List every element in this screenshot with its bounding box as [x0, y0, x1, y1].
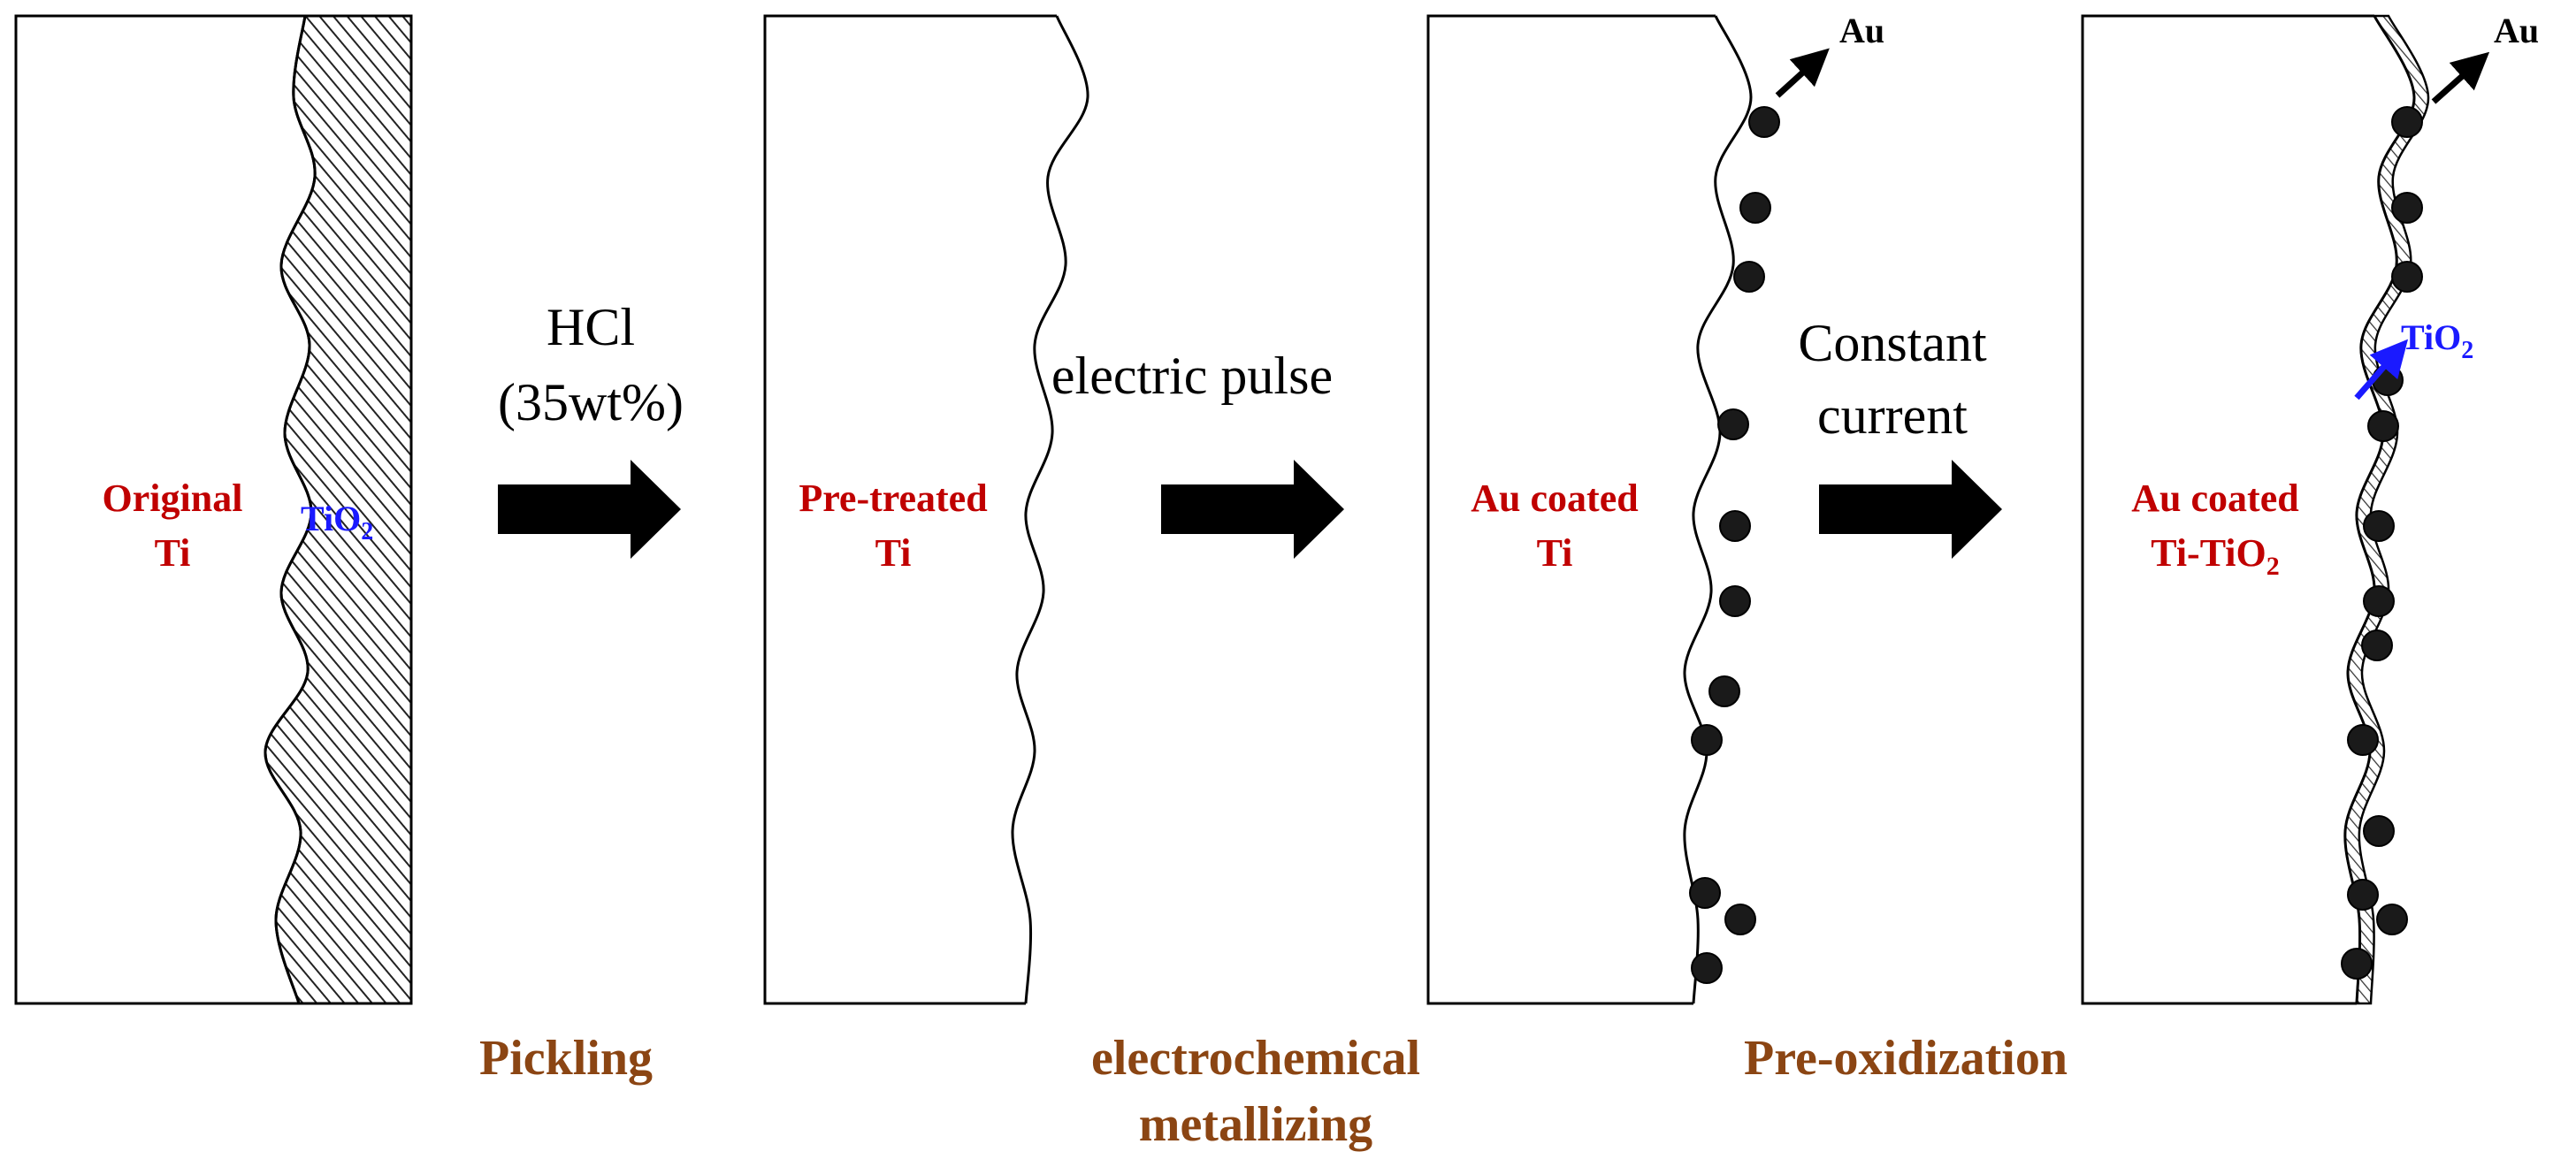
tio2-label: TiO2 [2401, 317, 2473, 364]
panel-original-ti: Original Ti TiO2 [14, 14, 413, 1005]
au-particle [1733, 261, 1765, 293]
au-label: Au [2494, 11, 2539, 50]
au-particle [2376, 904, 2408, 935]
panel-frame [2081, 14, 2416, 1005]
panel-label-line2: Ti [155, 531, 191, 575]
au-pointer-arrow [2431, 51, 2490, 104]
au-particle [1717, 408, 1749, 440]
au-particle [2391, 106, 2423, 138]
au-particle [2372, 364, 2404, 396]
au-particle [1719, 585, 1751, 617]
au-label: Au [1839, 11, 1884, 50]
tio2-pointer-arrow [2354, 339, 2409, 400]
au-particles [2341, 106, 2423, 980]
au-particle [2341, 948, 2373, 980]
au-particle [1708, 675, 1740, 707]
process-label-line2: (35wt%) [498, 373, 684, 431]
au-particle [2361, 629, 2393, 661]
process-label-line1: electric pulse [1051, 347, 1333, 405]
process-label-line1: Constant [1798, 314, 1987, 372]
au-particle [1691, 952, 1723, 984]
process-step-2: electric pulse [1051, 347, 1344, 559]
process-label-line2: current [1817, 386, 1968, 445]
au-pointer-arrow [1775, 48, 1830, 98]
au-particle [1719, 510, 1751, 542]
panel-au-coated-ti-tio2: Au coated Ti-TiO2 Au TiO2 [2081, 11, 2539, 1005]
panel-label-line2: Ti-TiO2 [2151, 531, 2279, 581]
process-step-1: HCl (35wt%) [498, 298, 684, 559]
panel-label-line2: Ti [875, 531, 912, 575]
au-particles [1689, 106, 1780, 984]
au-particle [2391, 261, 2423, 293]
au-particle [1748, 106, 1780, 138]
panel-frame [763, 14, 1089, 1005]
panel-label-line2: Ti [1537, 531, 1573, 575]
panel-au-coated-ti: Au coated Ti Au [1426, 11, 1884, 1005]
au-particle [1689, 877, 1721, 909]
process-label-line1: HCl [547, 298, 635, 356]
au-particle [1739, 192, 1771, 224]
panel-label-line1: Au coated [2131, 477, 2298, 520]
process-step-3: Constant current [1798, 314, 2002, 559]
panel-frame [14, 14, 413, 1005]
step-name-preoxidization: Pre-oxidization [1744, 1031, 2068, 1086]
au-particle [2347, 879, 2379, 911]
process-arrow [498, 460, 681, 559]
au-particle [2363, 510, 2395, 542]
oxide-label: TiO2 [301, 499, 373, 545]
panel-label-line1: Original [103, 477, 243, 520]
process-arrow [1819, 460, 2002, 559]
process-arrow [1161, 460, 1344, 559]
au-particle [1691, 724, 1723, 756]
au-particle [1724, 904, 1756, 935]
panel-pretreated-ti: Pre-treated Ti [763, 14, 1089, 1005]
panel-frame [1426, 14, 1753, 1005]
au-particle [2363, 815, 2395, 847]
au-particle [2363, 585, 2395, 617]
step-name-pickling: Pickling [479, 1031, 653, 1086]
step-name-metallizing-line1: electrochemical [1091, 1031, 1420, 1086]
step-name-metallizing-line2: metallizing [1139, 1097, 1372, 1152]
panel-label-line1: Pre-treated [799, 477, 987, 520]
au-particle [2391, 192, 2423, 224]
au-particle [2367, 410, 2399, 442]
panel-label-line1: Au coated [1471, 477, 1638, 520]
au-particle [2347, 724, 2379, 756]
